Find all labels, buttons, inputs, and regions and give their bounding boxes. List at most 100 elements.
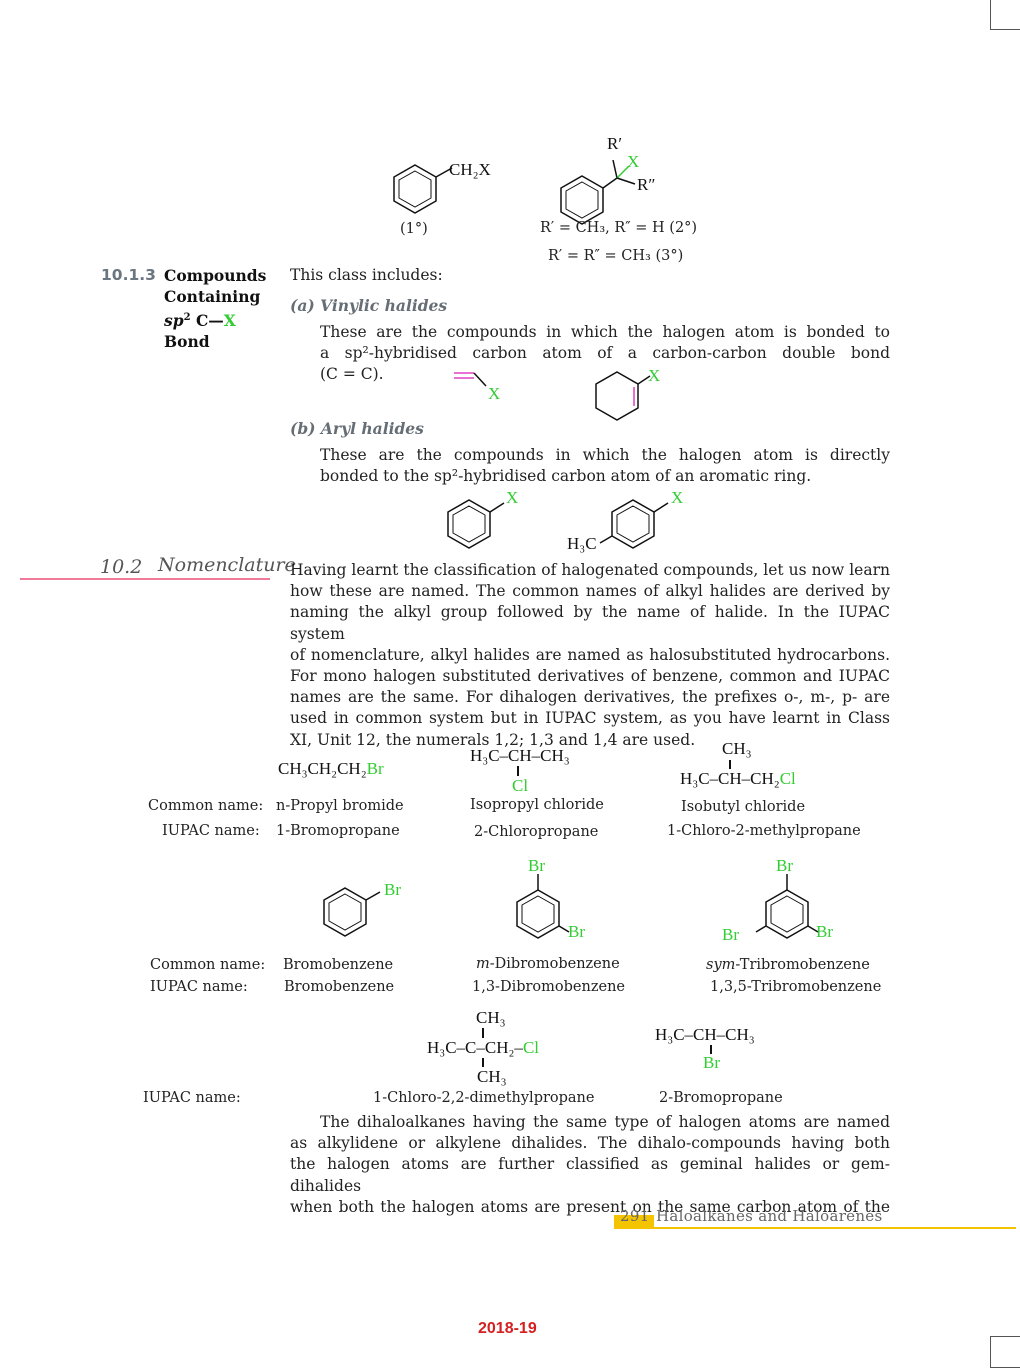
title-line-4: Bond [164, 332, 210, 352]
running-title: Haloalkanes and Haloarenes [656, 1207, 883, 1225]
vinyl-halide-structure [454, 372, 487, 387]
bond-line [710, 1045, 712, 1054]
benzyl-group-text: CH₂X [449, 160, 491, 180]
bromobenzene-br: Br [384, 880, 401, 899]
common-name-label-2: Common name: [150, 957, 266, 973]
iupac-name-label: IUPAC name: [162, 823, 260, 839]
aryl-x-2: X [671, 488, 684, 507]
formula-part: CH₃CH₂CH₂ [278, 759, 367, 778]
methyl-label: H₃C [567, 534, 597, 553]
primary-label: (1°) [400, 221, 428, 237]
dibromobenzene-structure [516, 874, 570, 939]
cyclohexenyl-x: X [648, 366, 661, 385]
closing-line-1: The dihaloalkanes having the same type o… [320, 1113, 890, 1131]
tribromobenzene-structure [755, 874, 819, 939]
edition-year: 2018-19 [478, 1320, 537, 1337]
propyl-common-name: n-Propyl bromide [276, 798, 404, 814]
para-line-4: of nomenclature, alkyl halides are named… [290, 645, 890, 664]
secondary-label: R′ = CH₃, R″ = H (2°) [540, 220, 698, 236]
bond-line [482, 1058, 484, 1067]
neopentyl-iupac: 1-Chloro-2,2-dimethylpropane [373, 1090, 595, 1106]
aryl-x-1: X [506, 488, 519, 507]
title-line-2: Containing [164, 287, 261, 306]
section-10-2-number: 10.2 [100, 556, 143, 578]
isopropyl-iupac-name: 2-Chloropropane [474, 824, 599, 840]
aryl-heading: (b) Aryl halides [290, 419, 424, 438]
prefix: sym [706, 957, 736, 973]
bromobenzene-structure [323, 887, 381, 937]
aryl-text: These are the compounds in which the hal… [320, 445, 890, 487]
formula-halogen: Br [366, 759, 384, 778]
section-10-2-title: Nomenclature [158, 554, 296, 576]
section-title: Compounds Containing sp2 C—X Bond [164, 265, 284, 352]
isobutyl-iupac-name: 1-Chloro-2-methylpropane [667, 823, 861, 839]
isopropyl-chloride-formula: H₃C–CH–CH₃ [470, 746, 570, 765]
vinylic-line-2: a sp²-hybridised carbon atom of a carbon… [320, 344, 890, 363]
title-line-1: Compounds [164, 266, 267, 285]
title-sp: sp [164, 311, 184, 331]
formula-part: H₃C–C–CH₂– [427, 1038, 523, 1057]
aryl-halide-structure [447, 499, 505, 549]
dibromo-br-right: Br [568, 922, 585, 941]
para-line-5: For mono halogen substituted derivatives… [290, 667, 890, 686]
propyl-bromide-formula: CH₃CH₂CH₂Br [278, 759, 384, 779]
prefix: m [476, 956, 490, 972]
crop-mark-bottom-right [990, 1336, 1020, 1368]
page-number: 291 [620, 1207, 650, 1225]
propyl-iupac-name: 1-Bromopropane [276, 823, 400, 839]
closing-line-2: as alkylidene or alkylene dihalides. The… [290, 1134, 890, 1153]
vinylic-heading: (a) Vinylic halides [290, 296, 448, 315]
isobutyl-chloride-formula: H₃C–CH–CH₂Cl [680, 769, 796, 789]
closing-paragraph: The dihaloalkanes having the same type o… [290, 1112, 890, 1218]
common-name-label: Common name: [148, 798, 264, 814]
title-x: X [223, 311, 236, 331]
dibromo-br-top: Br [528, 856, 545, 875]
name-rest: -Dibromobenzene [489, 956, 620, 972]
bond-line [517, 766, 519, 776]
title-c-bond: C— [195, 311, 224, 331]
vinyl-x: X [488, 384, 501, 403]
title-line-3: sp2 C—X [164, 311, 236, 331]
page-number-tab [614, 1215, 654, 1228]
tribromo-common: sym-Tribromobenzene [706, 957, 870, 973]
footer-rule [614, 1227, 1016, 1229]
para-line-3: naming the alkyl group followed by the n… [290, 603, 890, 643]
iupac-name-label-3: IUPAC name: [143, 1090, 241, 1106]
tribromo-br-top: Br [776, 856, 793, 875]
secondary-tertiary-structure [560, 159, 636, 225]
name-rest: -Tribromobenzene [735, 957, 870, 973]
crop-mark-top-right [990, 0, 1020, 30]
isopropyl-common-name: Isopropyl chloride [470, 797, 604, 813]
closing-line-3: the halogen atoms are further classified… [290, 1155, 890, 1195]
formula-halogen: Cl [779, 769, 796, 788]
neopentyl-formula: H₃C–C–CH₂–Cl [427, 1038, 539, 1058]
r-double-prime-label: R″ [637, 175, 656, 194]
bromopropane-formula: H₃C–CH–CH₃ [655, 1025, 755, 1044]
bromopropane-br: Br [703, 1053, 720, 1072]
vinylic-line-1: These are the compounds in which the hal… [320, 323, 890, 341]
x-label: X [627, 152, 640, 171]
nomenclature-paragraph: Having learnt the classification of halo… [290, 560, 890, 751]
section-number: 10.1.3 [101, 266, 156, 284]
vinylic-text: These are the compounds in which the hal… [320, 322, 890, 386]
nomenclature-rule [20, 578, 270, 580]
tertiary-label: R′ = R″ = CH₃ (3°) [548, 248, 684, 264]
tolyl-halide-structure [599, 499, 669, 549]
bromobenzene-iupac: Bromobenzene [284, 979, 395, 995]
tribromo-br-right: Br [816, 922, 833, 941]
r-prime-label: R′ [607, 134, 623, 153]
neopentyl-top-methyl: CH₃ [476, 1008, 506, 1027]
isobutyl-methyl: CH₃ [722, 739, 752, 758]
tribromo-br-left: Br [722, 925, 739, 944]
aryl-line-1: These are the compounds in which the hal… [320, 446, 890, 464]
para-line-6: names are the same. For dihalogen deriva… [290, 688, 890, 707]
para-line-7: used in common system but in IUPAC syste… [290, 709, 890, 728]
bond-line [482, 1028, 484, 1038]
cyclohexenyl-halide-structure [595, 371, 651, 421]
closing-line-4: when both the halogen atoms are present … [290, 1197, 890, 1216]
class-intro: This class includes: [290, 266, 443, 284]
dibromo-iupac: 1,3-Dibromobenzene [472, 979, 625, 995]
iupac-name-label-2: IUPAC name: [150, 979, 248, 995]
aryl-line-2: bonded to the sp²-hybridised carbon atom… [320, 467, 812, 486]
para-line-8: XI, Unit 12, the numerals 1,2; 1,3 and 1… [290, 730, 696, 749]
